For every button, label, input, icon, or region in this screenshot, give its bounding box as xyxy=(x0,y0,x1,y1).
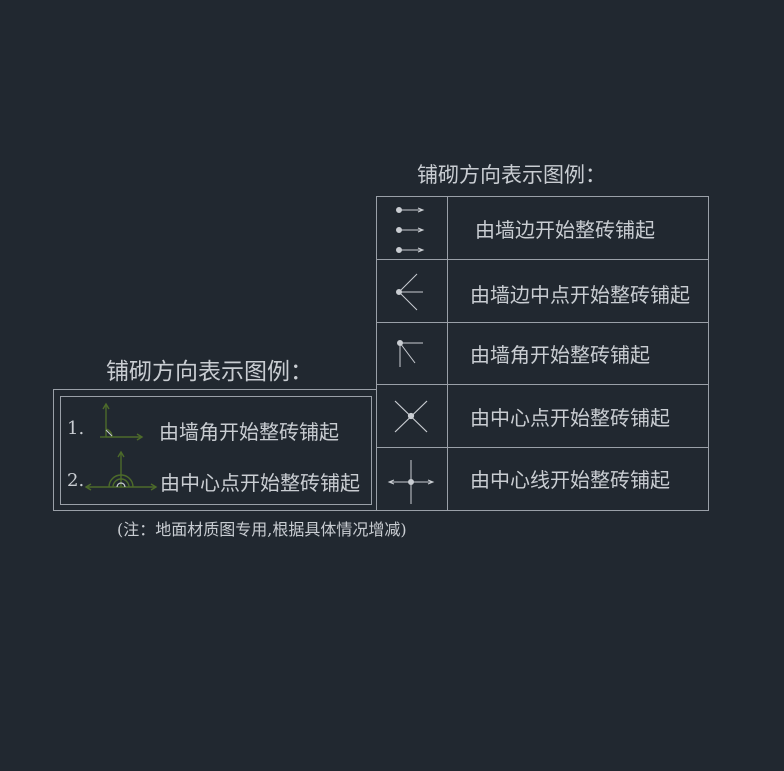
row-label-wall-edge: 由墙边开始整砖铺起 xyxy=(475,218,655,242)
legend-note: (注：地面材质图专用,根据具体情况增减) xyxy=(117,520,407,539)
center-start-icon xyxy=(84,450,158,491)
right-table-border xyxy=(376,196,709,511)
row-label-center-point: 由中心点开始整砖铺起 xyxy=(470,406,670,430)
item-number-2: 2. xyxy=(67,470,85,491)
row-label-wall-edge-midpoint: 由墙边中点开始整砖铺起 xyxy=(470,283,690,307)
corner-start-icon xyxy=(100,402,144,441)
row-label-center-line: 由中心线开始整砖铺起 xyxy=(470,468,670,492)
wall-edge-dots-icon xyxy=(396,207,425,253)
row-label-wall-corner: 由墙角开始整砖铺起 xyxy=(470,343,650,367)
center-point-cross-icon xyxy=(394,400,428,433)
center-line-cross-icon xyxy=(387,460,435,504)
left-inner-box xyxy=(60,396,372,505)
wall-corner-icon xyxy=(397,340,423,367)
left-legend-title: 铺砌方向表示图例： xyxy=(106,359,313,385)
left-outer-box xyxy=(53,389,377,511)
right-legend-title: 铺砌方向表示图例： xyxy=(417,163,606,187)
item-label-corner-start: 由墙角开始整砖铺起 xyxy=(159,420,339,444)
item-label-center-start: 由中心点开始整砖铺起 xyxy=(160,471,360,495)
wall-edge-midpoint-fan-icon xyxy=(396,273,423,311)
item-number-1: 1. xyxy=(67,418,85,439)
